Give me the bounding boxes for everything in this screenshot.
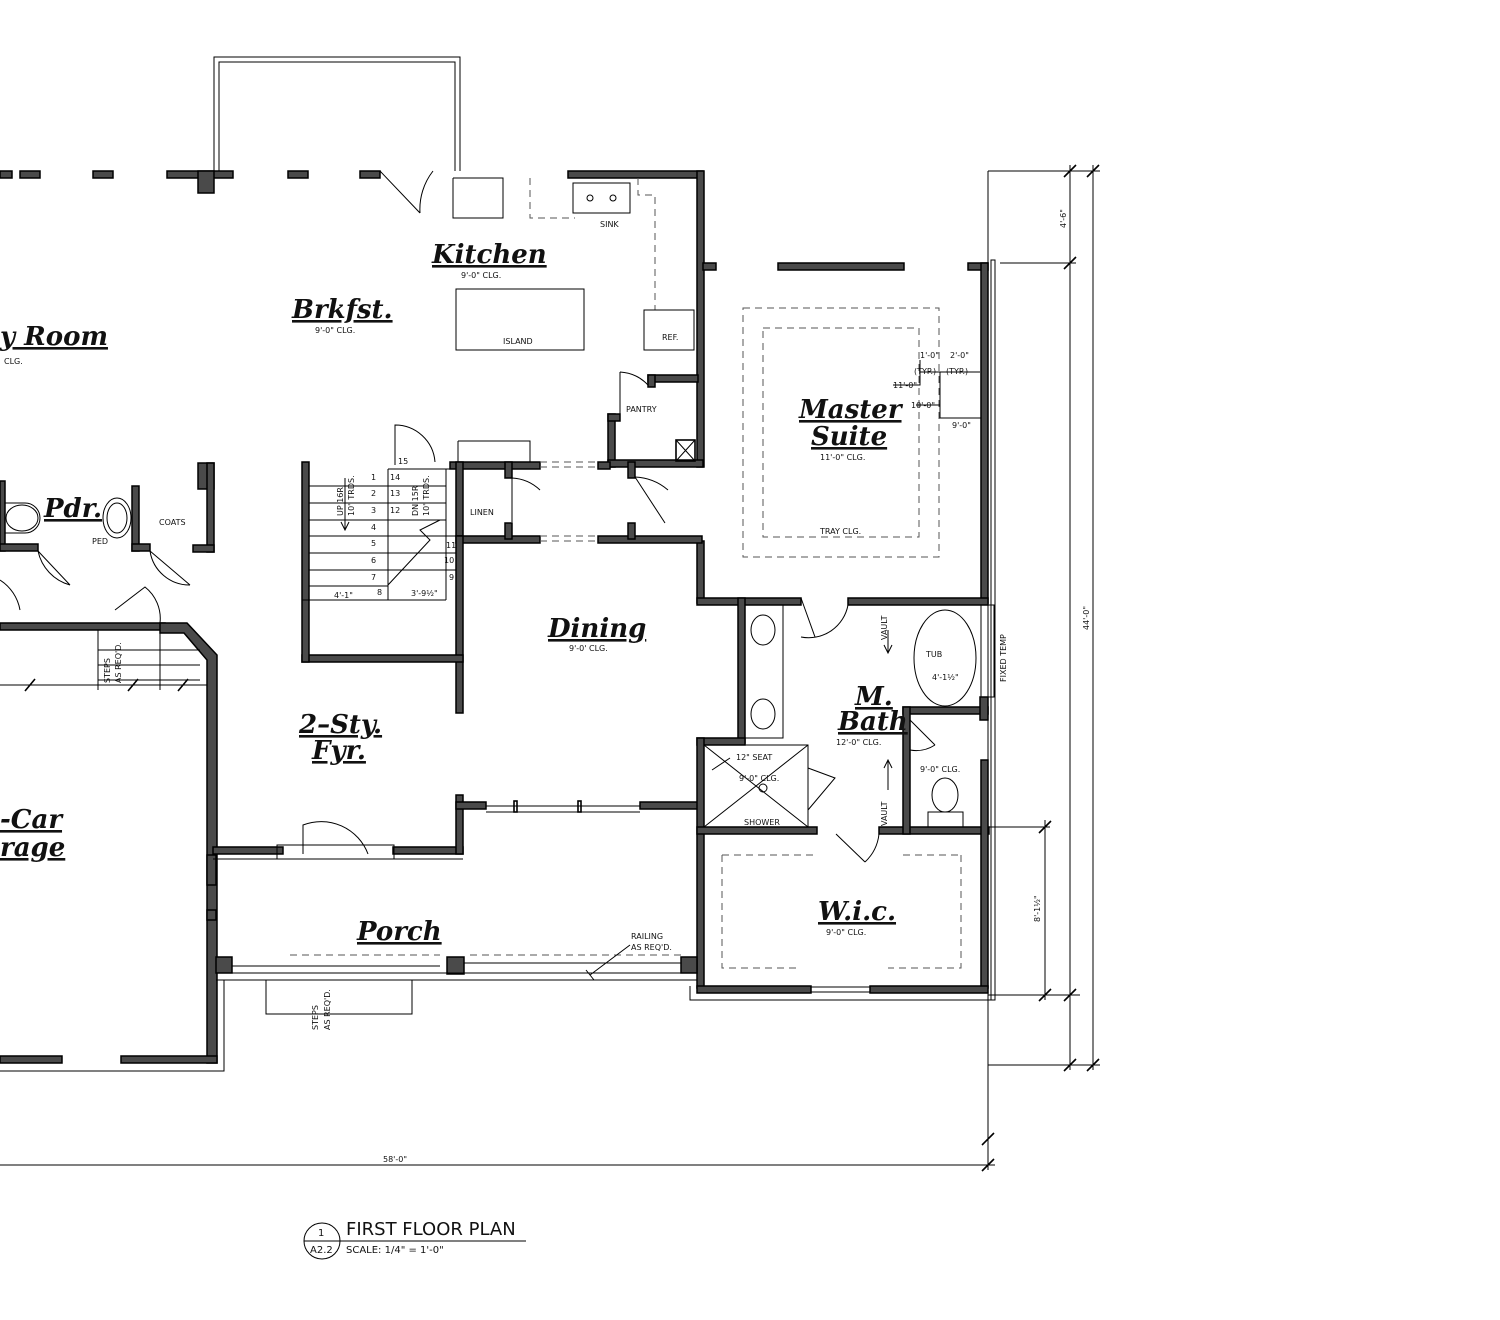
tray-clg-label: TRAY CLG. [819, 527, 861, 536]
tray-typ-1: (TYP.) [914, 367, 936, 376]
stair-number: 11 [446, 541, 456, 550]
porch-name: Porch [356, 917, 442, 947]
dim-44-0: 44'-0" [1082, 606, 1091, 630]
master-suite-name-1: Master [798, 395, 904, 425]
stairs [302, 424, 531, 601]
master-bath-clg: 12'-0" CLG. [836, 738, 881, 747]
stair-dn-label-2: 10" TRDS. [422, 475, 431, 516]
stair-up-label-2: 10" TRDS. [347, 475, 356, 516]
steps-label-4: AS REQ'D. [323, 989, 332, 1030]
stair-number: 2 [371, 489, 376, 498]
stair-width-2: 3'-9½" [411, 589, 438, 598]
dim-58-0: 58'-0" [383, 1155, 407, 1164]
island-label: ISLAND [503, 337, 533, 346]
dimension-text: 4'-6" 44'-0" 8'-1½" 58'-0" [383, 209, 1091, 1164]
railing-label-1: RAILING [631, 932, 663, 941]
pantry-label: PANTRY [626, 405, 657, 414]
stair-up-label-1: UP 16R [336, 487, 345, 516]
stair-number: 14 [390, 473, 400, 482]
tub-dim-label: 4'-1½" [932, 673, 959, 682]
tray-typ-2: (TYP.) [946, 367, 968, 376]
brkfst-clg: 9'-0" CLG. [315, 326, 355, 335]
stair-number: 8 [377, 588, 382, 597]
coats-label: COATS [159, 518, 186, 527]
room-labels: y Room CLG. Kitchen 9'-0" CLG. Brkfst. 9… [0, 240, 908, 947]
dining-clg: 9'-0' CLG. [569, 644, 608, 653]
drawing-number: 1 [318, 1228, 324, 1239]
steps-label-2: AS REQ'D. [114, 642, 123, 683]
master-bath-name-1: M. [854, 682, 893, 712]
stair-number: 13 [390, 489, 400, 498]
powder-room-name: Pdr. [43, 494, 102, 524]
stair-dn-label-1: DN 15R [411, 485, 420, 516]
stair-numbers: 1 2 3 4 5 6 7 8 9 10 11 12 13 14 15 [371, 457, 456, 597]
vault-label-1: VAULT [880, 615, 889, 640]
stair-width-1: 4'-1" [334, 591, 353, 600]
garage-name-2: rage [0, 833, 65, 863]
stair-number: 12 [390, 506, 400, 515]
dim-8-1: 8'-1½" [1033, 895, 1042, 922]
dim-4-6: 4'-6" [1059, 209, 1068, 228]
railing-label-2: AS REQ'D. [631, 943, 672, 952]
annotations: SINK ISLAND REF. PANTRY LINEN COATS PED … [92, 220, 1008, 1030]
stair-number: 3 [371, 506, 376, 515]
foyer-name-2: Fyr. [311, 736, 366, 766]
drawing-title: FIRST FLOOR PLAN [346, 1219, 516, 1240]
shower-label: SHOWER [744, 818, 780, 827]
sink-label: SINK [600, 220, 619, 229]
title-block: 1 A2.2 FIRST FLOOR PLAN SCALE: 1/4" = 1'… [303, 1219, 526, 1260]
family-room-name: y Room [0, 322, 108, 352]
fixtures [0, 56, 996, 1072]
stair-number: 9 [449, 573, 454, 582]
tray-dim-9: 9'-0" [952, 421, 971, 430]
stair-number: 10 [444, 556, 454, 565]
drawing-scale: SCALE: 1/4" = 1'-0" [346, 1245, 444, 1256]
master-suite-clg: 11'-0" CLG. [820, 453, 865, 462]
stair-number: 1 [371, 473, 376, 482]
fixed-temp-label: FIXED TEMP [999, 634, 1008, 682]
stair-number: 4 [371, 523, 376, 532]
stair-number: 5 [371, 539, 376, 548]
ped-label: PED [92, 537, 108, 546]
brkfst-name: Brkfst. [291, 295, 393, 325]
sheet-number: A2.2 [310, 1245, 333, 1256]
wic-clg: 9'-0" CLG. [826, 928, 866, 937]
master-suite-name-2: Suite [811, 422, 887, 452]
wc-clg-label: 9'-0" CLG. [920, 765, 960, 774]
linen-label: LINEN [470, 508, 494, 517]
dimension-lines [0, 164, 1100, 1172]
stair-number: 15 [398, 457, 408, 466]
shower-clg-label: 9'-0" CLG. [739, 774, 779, 783]
master-bath-name-2: Bath [837, 707, 908, 737]
stair-number: 6 [371, 556, 376, 565]
family-room-clg: CLG. [4, 357, 23, 366]
foyer-name-1: 2–Sty. [298, 710, 382, 740]
tub-label: TUB [925, 650, 942, 659]
seat-label: 12" SEAT [736, 753, 772, 762]
ref-label: REF. [662, 333, 678, 342]
kitchen-clg: 9'-0" CLG. [461, 271, 501, 280]
tray-dim-1: 1'-0" [920, 351, 939, 360]
stair-number: 7 [371, 573, 376, 582]
tray-dim-10: 10'-0" [911, 401, 935, 410]
kitchen-name: Kitchen [431, 240, 547, 270]
tray-dim-11: 11'-0" [893, 381, 917, 390]
vault-label-2: VAULT [880, 801, 889, 826]
garage-name-1: -Car [0, 805, 64, 835]
steps-label-1: STEPS [103, 658, 112, 683]
wic-name: W.i.c. [818, 897, 896, 927]
walls [0, 170, 990, 1064]
tray-dim-2: 2'-0" [950, 351, 969, 360]
steps-label-3: STEPS [311, 1005, 320, 1030]
dining-name: Dining [547, 614, 646, 644]
